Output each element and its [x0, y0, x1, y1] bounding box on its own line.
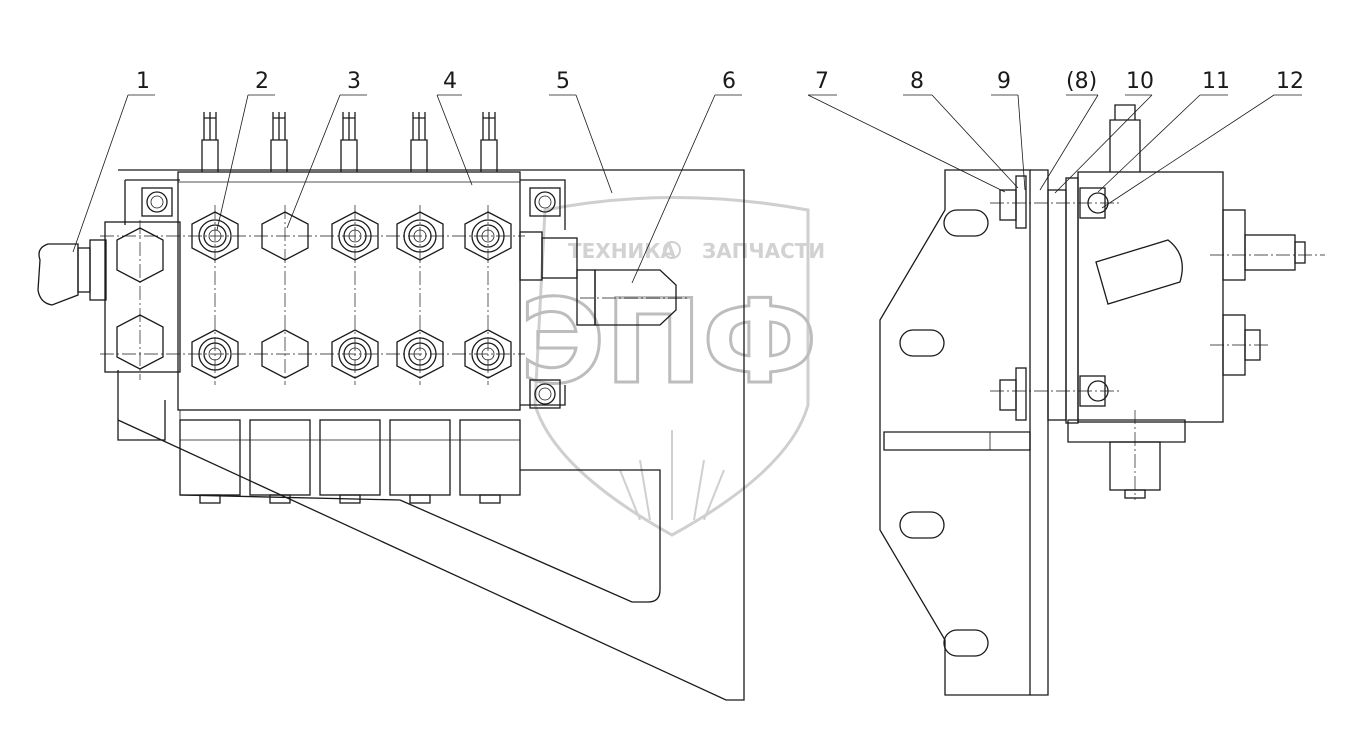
centerlines-left	[100, 205, 690, 385]
valve-body	[177, 171, 521, 411]
callout-1: 1	[136, 69, 150, 94]
callout-12: 12	[1276, 69, 1304, 94]
side-bracket	[879, 169, 1031, 696]
side-lever	[1109, 104, 1141, 172]
callout-7: 7	[815, 69, 829, 94]
side-bracket-rib	[883, 431, 1031, 451]
side-nuts	[1079, 187, 1109, 407]
outlet-fitting	[519, 231, 677, 326]
watermark: ТЕХНИКА ЗАПЧАСТИ ЭПФ	[519, 196, 825, 537]
callout-10: 10	[1126, 69, 1154, 94]
watermark-shield	[533, 196, 810, 537]
callout-4: 4	[443, 69, 457, 94]
watermark-left-text: ТЕХНИКА	[568, 239, 677, 263]
mounting-bolts	[999, 175, 1027, 421]
callout-9: 9	[997, 69, 1011, 94]
watermark-logo-text: ЭПФ	[520, 275, 817, 410]
gear-icon	[663, 241, 681, 259]
inlet-section	[104, 221, 181, 373]
spool-caps	[179, 410, 521, 504]
bracket-corner-right	[520, 179, 566, 406]
side-bracket-flange	[1030, 169, 1049, 696]
bracket-corner-top	[124, 179, 180, 225]
bottom-cap	[1067, 419, 1186, 443]
watermark-right-text: ЗАПЧАСТИ	[702, 239, 825, 263]
bracket-plate	[117, 169, 745, 701]
left-view	[37, 112, 745, 701]
side-fittings	[1222, 209, 1306, 376]
leader-lines	[72, 94, 1302, 284]
callout-6: 6	[722, 69, 736, 94]
callout-8: 8	[910, 69, 924, 94]
bracket-slots	[899, 209, 989, 657]
bracket-lower-left	[117, 370, 166, 441]
bracket-lug	[399, 469, 661, 603]
spacer-plate	[1047, 189, 1067, 421]
callout-5: 5	[556, 69, 570, 94]
callout-3: 3	[347, 69, 361, 94]
gasket	[1065, 177, 1079, 424]
callout-labels: 1 2 3 4 5 6 7 8 9 (8) 10 11 12	[136, 69, 1304, 94]
centerlines-right	[990, 202, 1325, 500]
right-view	[879, 104, 1325, 696]
elbow-fitting	[37, 239, 107, 306]
callout-11: 11	[1202, 69, 1230, 94]
corner-bolts	[141, 187, 561, 409]
callout-2: 2	[255, 69, 269, 94]
angled-handle	[1095, 239, 1183, 305]
callout-8-ref: (8)	[1066, 69, 1097, 94]
control-levers	[201, 112, 498, 172]
valve-body-side	[1077, 171, 1224, 423]
wheat-icon	[619, 430, 725, 521]
